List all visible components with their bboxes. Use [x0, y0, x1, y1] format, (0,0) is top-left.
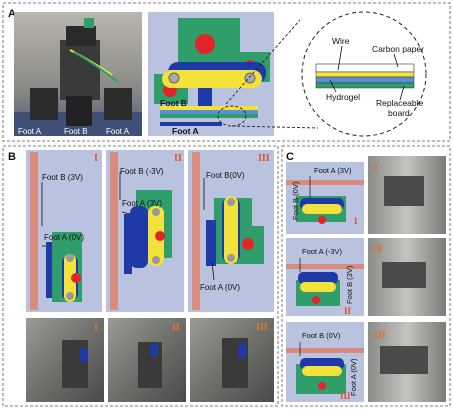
panel-b-border — [2, 145, 279, 407]
panel-b-photo-numeral-2: II — [172, 322, 180, 333]
panel-b-numeral-1: I — [94, 153, 98, 164]
zoom-board-label: board — [388, 108, 410, 118]
panel-b-1-foot-a-label: Foot A (0V) — [44, 233, 84, 242]
panel-b-numeral-2: II — [174, 153, 182, 164]
zoom-wire-label: Wire — [332, 36, 350, 46]
panel-b-photo-numeral-3: III — [256, 322, 268, 333]
schematic-foot-b-label: Foot B — [160, 98, 187, 108]
panel-c-photo-numeral-2: II — [374, 244, 382, 255]
panel-c-3-foot-b-label: Foot B (0V) — [302, 331, 341, 340]
yellow-beam — [162, 70, 262, 88]
panel-c-3-foot-a-label: Foot A (0V) — [349, 358, 358, 396]
panel-c-state-1: Foot A (3V) Foot B (0V) I I — [286, 156, 446, 234]
red-electrode — [195, 34, 215, 54]
panel-b: B I Foot B (3V) Foot A (0V) — [2, 145, 279, 407]
photo-foot-a-right-label: Foot A — [106, 127, 130, 136]
panel-c-state-3: Foot B (0V) Foot A (0V) III III — [286, 322, 446, 402]
panel-c-label: C — [286, 151, 294, 163]
panel-a-zoom: Wire Carbon paper Hydrogel Replaceable b… — [217, 11, 427, 137]
wire-layer — [315, 71, 415, 78]
panel-c-numeral-3: III — [340, 391, 351, 401]
panel-c-1-foot-a-label: Foot A (3V) — [314, 166, 352, 175]
panel-b-label: B — [8, 151, 16, 163]
zoom-hydrogel-label: Hydrogel — [326, 92, 360, 102]
panel-a: A Foot A Foot B Foot A — [2, 2, 451, 142]
panel-b-1-foot-b-label: Foot B (3V) — [42, 173, 83, 182]
panel-b-2-foot-b-label: Foot B (-3V) — [120, 167, 164, 176]
panel-b-photos: I II III — [26, 318, 274, 402]
panel-c-2-foot-a-label: Foot A (-3V) — [302, 247, 343, 256]
photo-foot-b-label: Foot B — [64, 127, 88, 136]
panel-c-1-foot-b-label: Foot B (0V) — [291, 181, 300, 220]
panel-c-numeral-1: I — [354, 216, 358, 226]
panel-c-border — [281, 145, 451, 407]
panel-c: C Foot A (3V) Foot B (0V) I I Foot A — [281, 145, 451, 407]
panel-b-state-2: II Foot B (-3V) Foot A (3V) — [106, 150, 184, 312]
panel-b-2-foot-a-label: Foot A (3V) — [122, 199, 162, 208]
panel-b-state-1: I Foot B (3V) Foot A (0V) — [26, 150, 102, 312]
panel-b-3-foot-a-label: Foot A (0V) — [200, 283, 240, 292]
panel-b-numeral-3: III — [258, 153, 270, 164]
wall — [30, 152, 38, 310]
panel-c-photo-numeral-1: I — [374, 162, 378, 173]
panel-b-photo-numeral-1: I — [94, 322, 98, 333]
photo-foot-a-left-label: Foot A — [18, 127, 42, 136]
carbon-paper-layer — [315, 63, 415, 73]
replaceable-board-layer — [315, 82, 415, 89]
zoom-replaceable-label: Replaceable — [376, 98, 424, 108]
panel-a-border — [2, 2, 451, 142]
panel-c-photo-numeral-3: III — [374, 330, 386, 341]
panel-b-state-3: III Foot B(0V) Foot A (0V) — [188, 150, 274, 312]
panel-c-state-2: Foot A (-3V) Foot B (3V) II II — [286, 238, 446, 316]
panel-b-3-foot-b-label: Foot B(0V) — [206, 171, 245, 180]
schematic-foot-a-label: Foot A — [172, 126, 199, 136]
panel-c-numeral-2: II — [344, 306, 352, 316]
zoom-carbon-paper-label: Carbon paper — [372, 44, 424, 54]
panel-a-label: A — [8, 8, 16, 20]
panel-a-schematic: Foot B Foot A — [148, 12, 274, 136]
panel-c-2-foot-b-label: Foot B (3V) — [345, 265, 354, 304]
panel-a-photo: Foot A Foot B Foot A — [14, 12, 142, 136]
